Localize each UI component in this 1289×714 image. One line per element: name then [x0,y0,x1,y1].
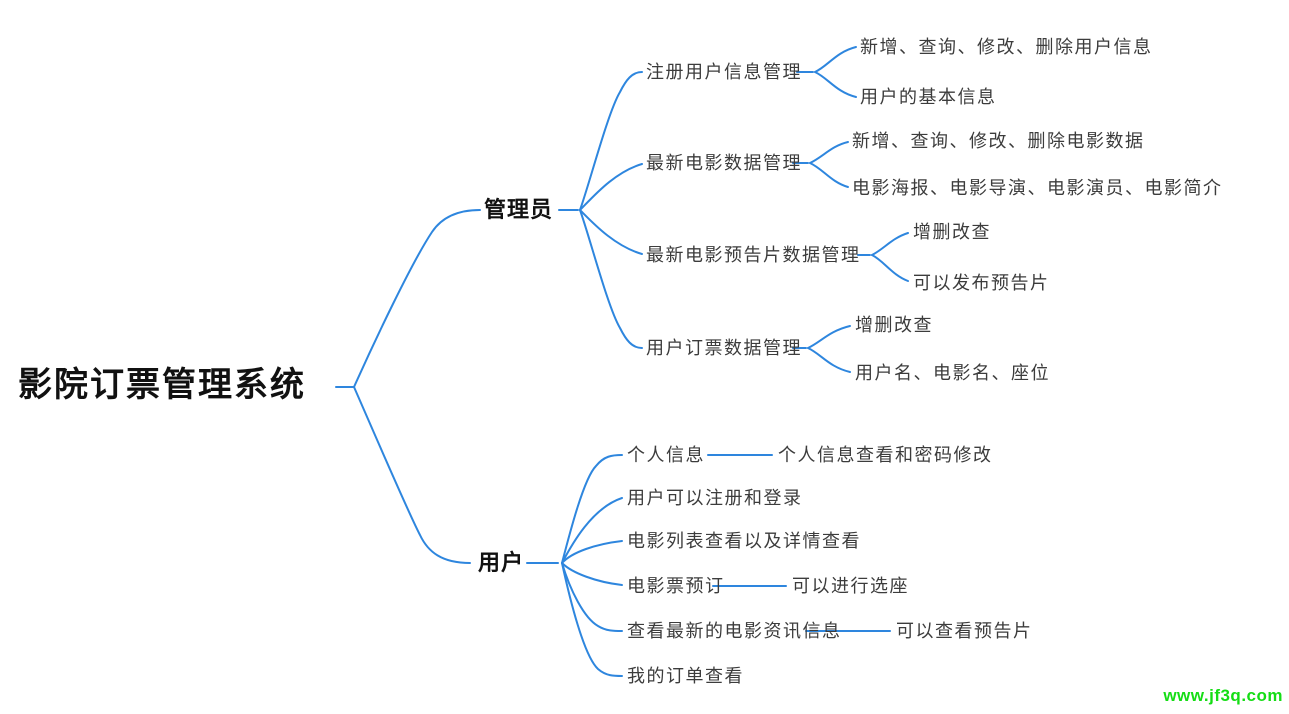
connector-user-child4 [561,562,623,586]
connector-g2-leaf2 [809,162,849,188]
connector-admin-child2 [579,163,643,211]
connector-user-child2 [561,497,623,564]
mindmap-root-node[interactable]: 影院订票管理系统 [18,366,306,404]
mindmap-leaf-movie-details[interactable]: 电影海报、电影导演、电影演员、电影简介 [852,178,1223,198]
mindmap-leaf-user-basic-info[interactable]: 用户的基本信息 [860,87,997,107]
mindmap-node-movie-list-detail[interactable]: 电影列表查看以及详情查看 [627,531,861,551]
connector-root-admin [353,209,481,388]
mindmap-leaf-crud-movie-data[interactable]: 新增、查询、修改、删除电影数据 [852,131,1145,151]
mindmap-leaf-booking-crud[interactable]: 增删改查 [855,315,933,335]
connector-user-child3 [561,540,623,564]
mindmap-leaf-view-trailer[interactable]: 可以查看预告片 [896,621,1033,641]
mindmap-leaf-trailer-crud[interactable]: 增删改查 [913,222,991,242]
mindmap-leaf-booking-fields[interactable]: 用户名、电影名、座位 [855,363,1050,383]
connector-g3-leaf1 [871,232,909,256]
connector-admin-child3 [579,209,643,255]
mindmap-node-register-user-mgmt[interactable]: 注册用户信息管理 [646,62,802,82]
mindmap-node-my-orders[interactable]: 我的订单查看 [627,666,744,686]
mindmap-node-user[interactable]: 用户 [478,550,525,575]
mindmap-node-register-login[interactable]: 用户可以注册和登录 [627,488,803,508]
connector-user-child1 [561,454,623,564]
connector-g4-leaf1 [807,325,851,349]
mindmap-node-booking-mgmt[interactable]: 用户订票数据管理 [646,338,802,358]
mindmap-node-latest-movie-news[interactable]: 查看最新的电影资讯信息 [627,621,842,641]
mindmap-leaf-view-info-change-password[interactable]: 个人信息查看和密码修改 [778,445,993,465]
watermark-url: www.jf3q.com [1163,686,1283,705]
connector-admin-child4 [579,209,643,349]
mindmap-node-personal-info[interactable]: 个人信息 [627,445,705,465]
connector-g4-leaf2 [807,347,851,373]
connector-g1-leaf2 [814,71,857,98]
connector-user-child6 [561,562,623,677]
mindmap-node-trailer-mgmt[interactable]: 最新电影预告片数据管理 [646,245,861,265]
connector-user-child5 [561,562,623,632]
connector-g1-leaf1 [814,46,857,73]
connector-g2-leaf1 [809,141,849,164]
mindmap-leaf-publish-trailer[interactable]: 可以发布预告片 [913,273,1050,293]
mindmap-node-ticket-booking[interactable]: 电影票预订 [627,576,725,596]
connector-root-user [353,386,471,564]
connector-g3-leaf2 [871,254,909,282]
mindmap-node-latest-movie-mgmt[interactable]: 最新电影数据管理 [646,153,802,173]
connector-admin-child1 [579,71,643,211]
mindmap-leaf-crud-user-info[interactable]: 新增、查询、修改、删除用户信息 [860,37,1153,57]
mindmap-node-admin[interactable]: 管理员 [484,197,554,222]
mindmap-leaf-seat-selection[interactable]: 可以进行选座 [792,576,909,596]
